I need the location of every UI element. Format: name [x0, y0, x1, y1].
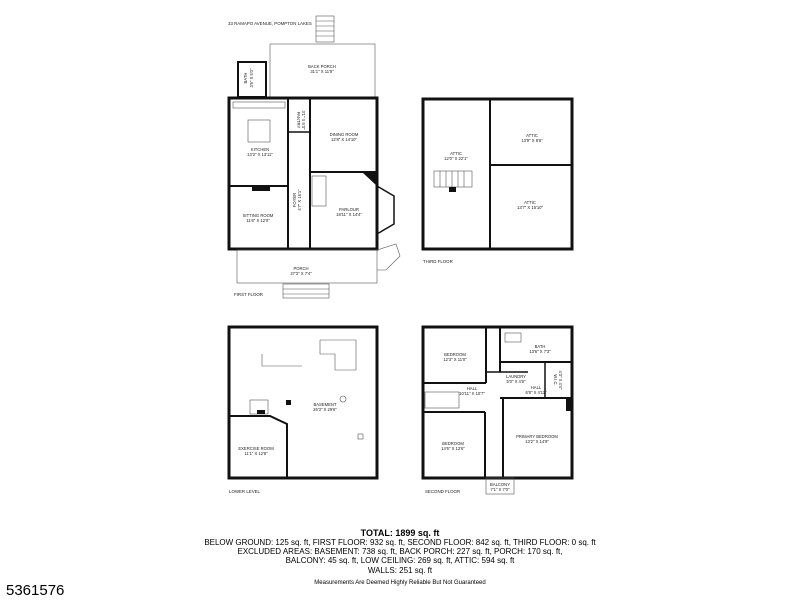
room-name: BEDROOM — [444, 352, 466, 357]
listing-id: 5361576 — [6, 582, 65, 599]
room-name: W.I.C. — [553, 374, 558, 385]
third-floor-plan: ATTIC 12'0" X 22'1" ATTIC 13'9" X 8'6" A… — [421, 97, 574, 264]
room-dims: 5'0" X 4'8" — [506, 379, 526, 384]
fireplace-icon — [362, 172, 377, 186]
room-dims: 27'3" X 7'4" — [290, 271, 312, 276]
room-name: ATTIC — [450, 151, 462, 156]
room-name: LAUNDRY — [506, 374, 526, 379]
other-areas: BALCONY: 45 sq. ft, LOW CEILING: 269 sq.… — [285, 556, 515, 565]
back-steps — [315, 15, 335, 43]
room-dims: 10'11" X 10'7" — [459, 391, 485, 396]
room-dims: 14'6" X 12'6" — [441, 446, 465, 451]
floor-caption: SECOND FLOOR — [425, 489, 460, 494]
room-name: BEDROOM — [442, 441, 464, 446]
excluded-areas: EXCLUDED AREAS: BASEMENT: 738 sq. ft, BA… — [237, 547, 563, 556]
floor-caption: LOWER LEVEL — [229, 489, 261, 494]
disclaimer: Measurements Are Deemed Highly Reliable … — [314, 580, 486, 586]
room-dims: 12'3" X 11'0" — [443, 357, 467, 362]
third-floor-outline — [421, 97, 574, 251]
total-area: TOTAL: 1899 sq. ft — [360, 528, 440, 538]
room-dims: 11'1" X 12'8" — [244, 451, 268, 456]
first-floor-plan: BACK PORCH 31'1" X 11'8" BATH 3'6" X 5'0… — [227, 15, 401, 299]
room-dims: 3'6" X 5'0" — [249, 68, 254, 88]
room-dims: 4'3" X 4'4" — [558, 370, 563, 390]
room-name: EXERCISE ROOM — [238, 446, 274, 451]
room-name: PORCH — [293, 266, 308, 271]
room-name: HALL — [467, 386, 478, 391]
room-dims: 12'8" X 14'10" — [331, 137, 358, 142]
room-dims: 26'3" X 29'6" — [313, 407, 337, 412]
room-name: BALCONY — [490, 482, 510, 487]
room-name: ATTIC — [524, 200, 536, 205]
room-dims: 18'11" X 14'4" — [336, 212, 362, 217]
bathtub — [504, 332, 522, 343]
room-name: BASEMENT — [313, 402, 336, 407]
balcony-outline — [485, 477, 515, 495]
floor-caption: FIRST FLOOR — [234, 292, 263, 297]
room-name: SITTING ROOM — [243, 213, 274, 218]
floor-caption: THIRD FLOOR — [423, 259, 453, 264]
room-dims: 13'9" X 8'6" — [521, 138, 543, 143]
room-name: ATTIC — [526, 133, 538, 138]
room-name: PRIMARY BEDROOM — [516, 434, 558, 439]
stairs — [424, 391, 460, 409]
second-floor-plan: BEDROOM 12'3" X 11'0" BATH 13'6" X 7'3" … — [421, 325, 574, 495]
room-name: PANTRY — [296, 112, 301, 129]
room-name: BATH — [243, 73, 248, 84]
room-dims: 13'3" X 13'11" — [247, 152, 273, 157]
walls-area: WALLS: 251 sq. ft — [367, 566, 433, 575]
drain-icon — [339, 395, 347, 403]
room-dims: 13'2" X 14'9" — [525, 439, 549, 444]
stairs — [311, 175, 327, 207]
room-dims: 12'0" X 22'1" — [444, 156, 468, 161]
lower-level-plan: BASEMENT 26'3" X 29'6" EXERCISE ROOM 11'… — [227, 325, 379, 494]
room-name: HALL — [531, 385, 542, 390]
room-dims: 13'6" X 7'3" — [529, 349, 551, 354]
room-name: BATH — [535, 344, 546, 349]
room-dims: 6'8" X 4'11" — [525, 390, 547, 395]
room-dims: 31'1" X 11'8" — [310, 69, 334, 74]
room-dims: 13'7" X 15'10" — [517, 205, 544, 210]
room-dims: 3'1" X 5'3" — [301, 110, 306, 130]
room-dims: 4'7" X 16'1" — [297, 189, 302, 211]
lower-level-outline — [227, 325, 379, 480]
room-dims: 11'6" X 12'0" — [246, 218, 270, 223]
fireplace-icon — [252, 186, 270, 191]
address-label: 33 RAMAPO AVENUE, POMPTON LAKES — [228, 21, 312, 26]
floor-areas: BELOW GROUND: 125 sq. ft, FIRST FLOOR: 9… — [204, 538, 596, 547]
room-name: BACK PORCH — [308, 64, 336, 69]
front-steps — [282, 283, 330, 299]
room-name: PARLOUR — [339, 207, 359, 212]
front-porch-outline — [236, 249, 378, 284]
room-name: KITCHEN — [251, 147, 269, 152]
room-name: DINING ROOM — [330, 132, 359, 137]
room-dims: 7'1" X 7'0" — [490, 487, 510, 492]
room-name: FOYER — [292, 193, 297, 207]
